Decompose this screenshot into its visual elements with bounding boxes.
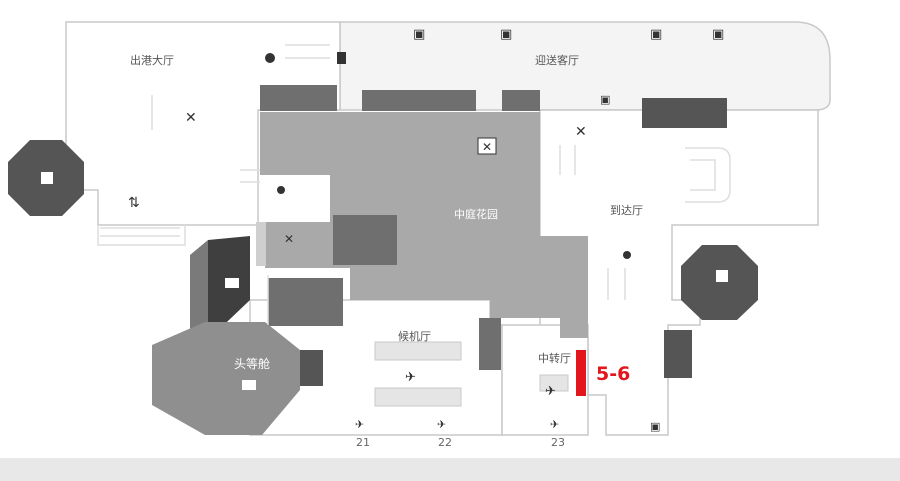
service-block-e[interactable] (333, 215, 397, 265)
service-block-g[interactable] (479, 318, 501, 370)
plane-icon[interactable]: ✈ (405, 370, 416, 385)
gate-23-label[interactable]: 23 (551, 436, 565, 449)
lounge-icon[interactable] (225, 278, 239, 288)
service-block-h[interactable] (664, 330, 692, 378)
gate-21-label[interactable]: 21 (356, 436, 370, 449)
first-class-icon[interactable] (242, 380, 256, 390)
gate-22-label[interactable]: 22 (438, 436, 452, 449)
departure-hall-label: 出港大厅 (130, 53, 174, 67)
arrival-icon-4[interactable]: ▣ (712, 27, 724, 42)
highlight-marker[interactable] (576, 350, 586, 396)
arrival-icon-5[interactable]: ▣ (600, 93, 610, 106)
restaurant-icon[interactable] (477, 137, 497, 155)
restroom-icon[interactable] (41, 172, 53, 184)
octagon-right[interactable] (681, 245, 758, 320)
arrival-greeting-hall-area (339, 21, 831, 111)
central-garden[interactable] (260, 112, 588, 338)
lounge-wedge-side (190, 240, 208, 340)
interior-lines (97, 44, 731, 325)
service-block-d[interactable] (642, 98, 727, 128)
plane-icon-transfer[interactable]: ✈ (545, 384, 556, 399)
service-block-c[interactable] (502, 90, 540, 111)
arrival-icon-2[interactable]: ▣ (500, 27, 512, 42)
baggage-icon[interactable]: ⇅ (128, 195, 140, 211)
arrival-hall-label: 到达厅 (610, 204, 643, 217)
first-class-lounge[interactable] (152, 322, 300, 435)
icons: ✕ ✕ ✕ ⇅ ✕ ✈ ✈ ▣ ▣ ▣ ▣ ▣ ▣ ✈ ✈ ✈ (41, 27, 728, 433)
central-garden-label: 中庭花园 (454, 207, 498, 221)
security-icon[interactable] (277, 186, 285, 194)
service-block-b[interactable] (362, 90, 476, 111)
transfer-hall-label: 中转厅 (538, 351, 571, 365)
service-blocks (190, 85, 727, 386)
gate-numbers: 21 22 23 (356, 436, 565, 449)
restroom-icon-right[interactable] (716, 270, 728, 282)
tools-icon-right[interactable]: ✕ (575, 124, 587, 140)
seating-row-2 (374, 387, 462, 407)
waiting-hall-label: 候机厅 (398, 329, 431, 343)
gate-plane-icon-21[interactable]: ✈ (355, 418, 364, 431)
info-icon[interactable] (265, 53, 275, 63)
arrival-icon-3[interactable]: ▣ (650, 27, 662, 42)
tools-icon[interactable]: ✕ (185, 110, 197, 126)
gate-plane-icon-22[interactable]: ✈ (437, 418, 446, 431)
seating-row-1 (374, 341, 462, 361)
narrow-corridor (256, 222, 266, 266)
svg-text:✕: ✕ (482, 140, 492, 154)
exit-icon[interactable] (337, 52, 346, 64)
service-block-a[interactable] (260, 85, 337, 111)
seating-row-3 (539, 374, 569, 392)
arrival-greeting-hall-label: 迎送客厅 (535, 53, 579, 67)
arrival-icon-1[interactable]: ▣ (413, 27, 425, 42)
seating (374, 341, 569, 407)
bottom-bar (0, 458, 900, 481)
arrival-icon-6[interactable]: ▣ (650, 420, 660, 433)
security-icon-right[interactable] (623, 251, 631, 259)
gate-plane-icon-23[interactable]: ✈ (550, 418, 559, 431)
highlight-label: 5-6 (596, 363, 630, 385)
first-class-label: 头等舱 (234, 357, 270, 371)
service-block-f[interactable] (268, 278, 343, 326)
walk-icon[interactable]: ✕ (284, 232, 294, 246)
